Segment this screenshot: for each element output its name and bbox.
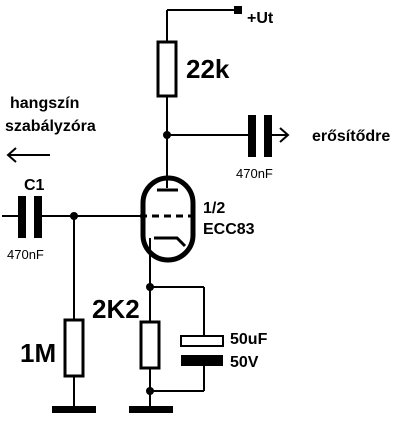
output-label: erősítődre (312, 128, 390, 145)
cathode-junction-top (146, 283, 154, 291)
triode-tube (140, 175, 196, 263)
output-capacitor-plate-left (248, 115, 256, 157)
output-wire (272, 127, 290, 143)
anode-junction (163, 131, 171, 139)
anode-wire (166, 96, 248, 188)
tube-fraction: 1/2 (203, 200, 225, 217)
input-label-line2: szabályzóra (5, 118, 96, 135)
input-capacitor-value: 470nF (7, 247, 44, 262)
supply-label: +Ut (247, 10, 274, 27)
input-arrow (6, 147, 50, 163)
input-label-line1: hangszín (10, 95, 79, 112)
tube-cathode (154, 236, 187, 248)
anode-resistor (156, 40, 178, 98)
cathode-wire (149, 238, 205, 408)
cathode-resistor (139, 320, 161, 370)
grid-resistor (63, 318, 85, 378)
cathode-ground (129, 406, 173, 413)
tube-envelope (140, 175, 196, 263)
anode-resistor-value: 22k (186, 54, 230, 84)
input-capacitor-name: C1 (24, 177, 45, 194)
grid-ground (52, 406, 96, 413)
supply-wire (166, 9, 238, 42)
bypass-capacitor-voltage: 50V (230, 354, 259, 371)
grid-resistor-value: 1M (20, 338, 56, 368)
tube-type: ECC83 (203, 221, 255, 238)
cathode-resistor-value: 2K2 (92, 294, 140, 324)
bypass-capacitor-value: 50uF (230, 331, 268, 348)
cathode-junction-bottom (146, 387, 154, 395)
supply-terminal (234, 6, 242, 14)
input-capacitor-plate-left (18, 196, 26, 238)
input-capacitor-plate-right (34, 196, 42, 238)
bypass-capacitor-negative-plate (181, 355, 223, 366)
output-capacitor-value: 470nF (236, 166, 273, 181)
bypass-capacitor-positive-plate (180, 335, 224, 347)
output-capacitor-plate-right (264, 115, 272, 157)
